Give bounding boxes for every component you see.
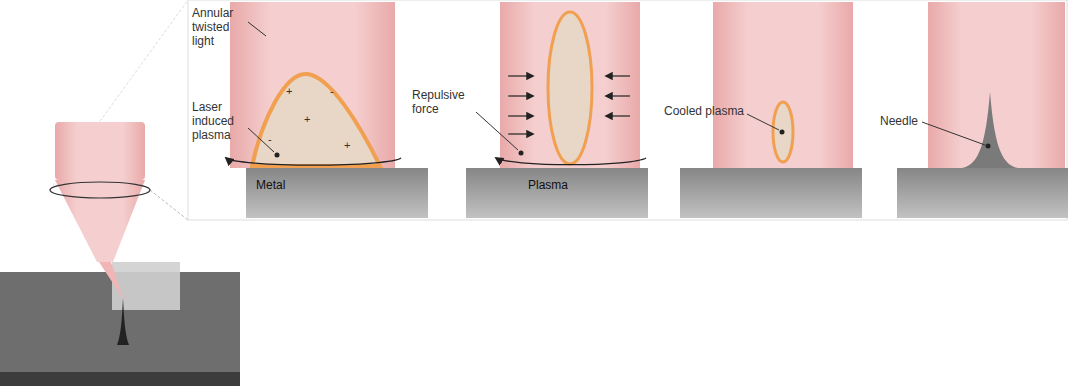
plasma-plume (252, 74, 380, 166)
twisted-beam (500, 2, 640, 168)
block-label: Plasma (528, 178, 568, 192)
force-arrows (508, 76, 630, 134)
needle-label: Needle (880, 114, 918, 128)
rotation-arrow (496, 158, 646, 165)
charge-sign: + (286, 84, 292, 98)
cooled-plasma (773, 102, 793, 162)
leader-lines (248, 22, 985, 152)
twisted-beam (928, 2, 1065, 168)
block-label: Metal (256, 178, 285, 192)
inset-setup (0, 122, 240, 386)
plasma-label: Laser induced plasma (192, 100, 248, 142)
inset-link (150, 190, 188, 220)
cooled-plasma-label: Cooled plasma (664, 104, 744, 118)
twisted-beam (230, 2, 395, 168)
charge-sign: - (268, 132, 272, 146)
force-label: Repulsive force (412, 88, 476, 116)
metal-block (897, 168, 1068, 218)
beam-label: Annular twisted light (192, 6, 248, 48)
needle (962, 92, 1018, 168)
twisted-beam (713, 2, 853, 168)
plasma-column (548, 12, 592, 164)
leader-dots (275, 130, 991, 158)
metal-block (680, 168, 862, 218)
charge-sign: - (330, 84, 334, 98)
metal-block: Metal (246, 168, 428, 218)
charge-sign: + (344, 138, 350, 152)
rotation-arrow (226, 158, 401, 165)
metal-block: Plasma (466, 168, 648, 218)
charge-sign: + (304, 112, 310, 126)
panel-frame (188, 0, 1067, 220)
inset-link (50, 0, 188, 190)
